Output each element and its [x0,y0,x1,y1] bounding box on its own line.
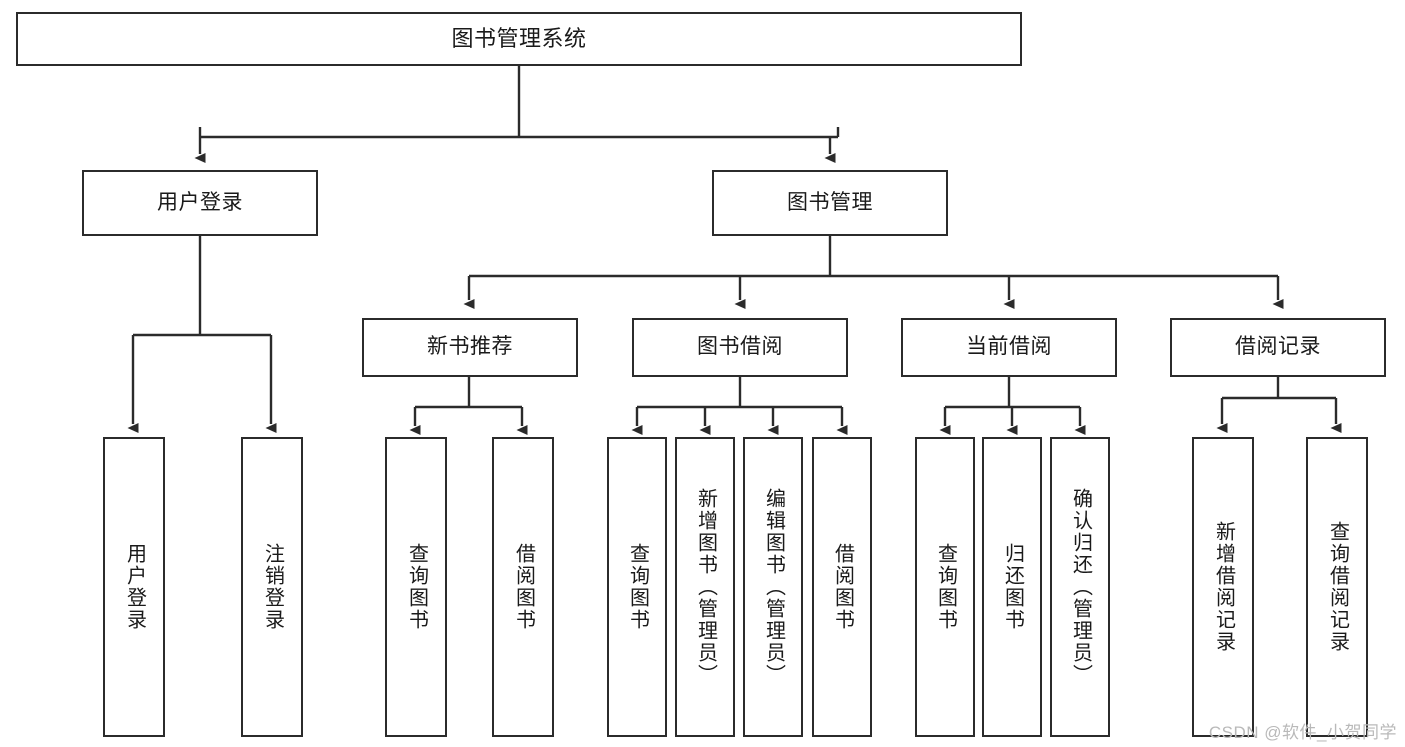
node-leaf-borrow-book-1[interactable]: 借阅图书 [492,437,554,737]
node-leaf-query-book-1-label: 查询图书 [405,543,428,631]
node-leaf-query-book-3[interactable]: 查询图书 [915,437,975,737]
node-leaf-borrow-book-1-label: 借阅图书 [512,543,535,631]
node-leaf-query-book-2[interactable]: 查询图书 [607,437,667,737]
node-root-label: 图书管理系统 [451,26,587,52]
node-leaf-confirm-return-label: 确认归还（管理员） [1069,488,1092,686]
node-leaf-query-book-2-label: 查询图书 [626,543,649,631]
node-book-borrow[interactable]: 图书借阅 [632,318,848,377]
node-leaf-query-book-1[interactable]: 查询图书 [385,437,447,737]
node-leaf-confirm-return[interactable]: 确认归还（管理员） [1050,437,1110,737]
node-leaf-user-logout-label: 注销登录 [261,543,284,631]
node-book-management-label: 图书管理 [787,190,873,214]
node-borrow-record-label: 借阅记录 [1235,335,1321,359]
node-leaf-user-login-label: 用户登录 [123,543,146,631]
node-current-borrow[interactable]: 当前借阅 [901,318,1117,377]
node-leaf-return-book[interactable]: 归还图书 [982,437,1042,737]
node-leaf-return-book-label: 归还图书 [1001,543,1024,631]
node-leaf-add-book[interactable]: 新增图书（管理员） [675,437,735,737]
node-leaf-query-record-label: 查询借阅记录 [1326,521,1349,653]
node-borrow-record[interactable]: 借阅记录 [1170,318,1386,377]
node-leaf-user-login[interactable]: 用户登录 [103,437,165,737]
node-leaf-user-logout[interactable]: 注销登录 [241,437,303,737]
node-book-borrow-label: 图书借阅 [697,335,783,359]
node-leaf-edit-book[interactable]: 编辑图书（管理员） [743,437,803,737]
node-leaf-add-book-label: 新增图书（管理员） [694,488,717,686]
node-user-login[interactable]: 用户登录 [82,170,318,236]
node-current-borrow-label: 当前借阅 [966,335,1052,359]
node-new-book-recommend[interactable]: 新书推荐 [362,318,578,377]
node-root[interactable]: 图书管理系统 [16,12,1022,66]
node-leaf-edit-book-label: 编辑图书（管理员） [762,488,785,686]
node-leaf-add-record[interactable]: 新增借阅记录 [1192,437,1254,737]
node-leaf-add-record-label: 新增借阅记录 [1212,521,1235,653]
node-new-book-recommend-label: 新书推荐 [427,335,513,359]
node-leaf-query-book-3-label: 查询图书 [934,543,957,631]
node-leaf-query-record[interactable]: 查询借阅记录 [1306,437,1368,737]
node-leaf-borrow-book-2-label: 借阅图书 [831,543,854,631]
node-user-login-label: 用户登录 [157,190,243,214]
node-book-management[interactable]: 图书管理 [712,170,948,236]
node-leaf-borrow-book-2[interactable]: 借阅图书 [812,437,872,737]
